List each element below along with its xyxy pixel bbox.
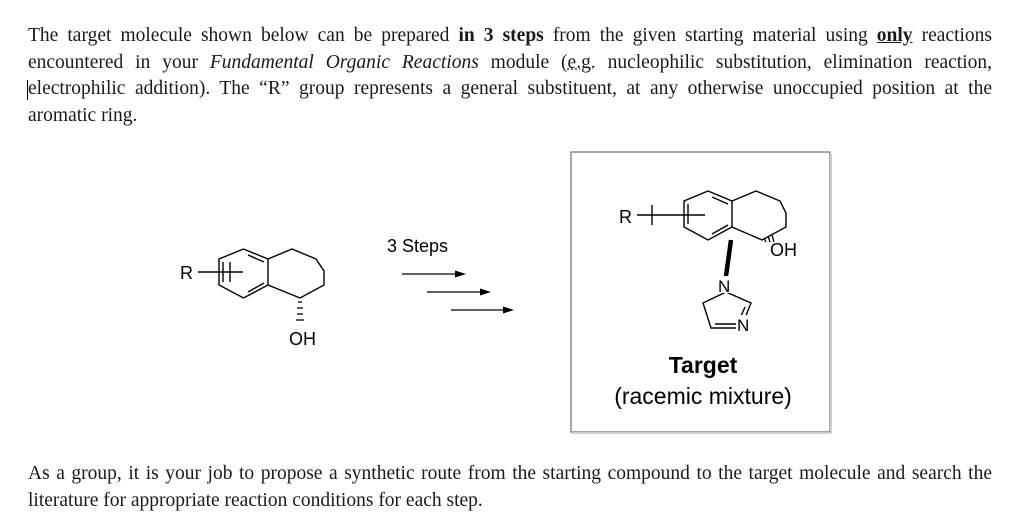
imidazole-n3-label: N (737, 316, 749, 335)
target-subtitle: (racemic mixture) (614, 383, 792, 409)
target-title: Target (669, 352, 738, 378)
intro-bold-steps: in 3 steps (458, 25, 544, 46)
steps-label: 3 Steps (387, 236, 448, 256)
starting-material (198, 248, 325, 299)
target-hash-bond (763, 234, 775, 243)
imidazole-n1-label: N (718, 277, 730, 296)
task-paragraph: As a group, it is your job to propose a … (28, 463, 992, 511)
start-oh-label: OH (289, 329, 316, 349)
reaction-arrows (402, 270, 514, 314)
intro-text-1: The target molecule shown below can be p… (28, 25, 459, 46)
intro-text-5: nucleophilic substitution, elimination r… (28, 51, 993, 126)
start-saturated-ring (267, 248, 325, 299)
target-oh-label: OH (770, 240, 797, 260)
intro-module-name: Fundamental Organic Reactions (209, 51, 479, 73)
target-molecule (637, 190, 787, 329)
intro-text-4: module ( (478, 51, 568, 73)
target-saturated-ring (731, 190, 787, 241)
target-wedge-bond (723, 239, 734, 277)
instructions-paragraph: The target molecule shown below can be p… (28, 23, 992, 129)
start-hash-bond (296, 301, 304, 321)
intro-eg: e.g. (567, 51, 596, 73)
target-box (570, 151, 831, 433)
imidazole-ring (702, 291, 752, 329)
intro-only-emphasis: only (876, 25, 913, 46)
text-cursor (27, 80, 28, 100)
intro-text-2: from the given starting material using (543, 25, 877, 46)
target-r-label: R (619, 207, 632, 227)
start-r-label: R (180, 263, 193, 283)
start-aromatic-ring (218, 248, 269, 299)
intro-text-3: reactions encountered in your (28, 25, 992, 73)
